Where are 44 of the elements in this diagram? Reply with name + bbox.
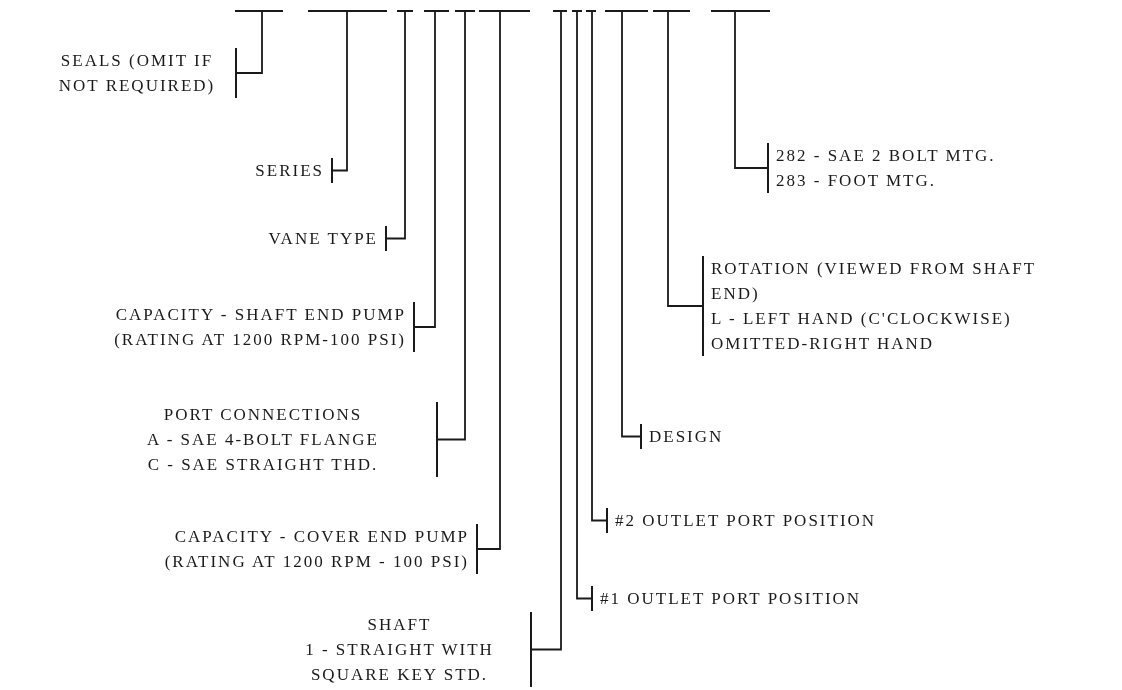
fill-in-line [586, 10, 596, 12]
callout-text: PORT CONNECTIONS [162, 404, 364, 426]
fill-in-line [605, 10, 648, 12]
leader-line [385, 11, 406, 240]
leader-line [621, 11, 642, 438]
callout-text: SHAFT [366, 614, 433, 636]
fill-in-line [455, 10, 475, 12]
callout-text: 282 - SAE 2 BOLT MTG. [776, 145, 997, 167]
fill-in-line [479, 10, 530, 12]
callout-text: #2 OUTLET PORT POSITION [615, 510, 878, 532]
callout-text: CAPACITY - SHAFT END PUMP [114, 304, 406, 326]
fill-in-line [308, 10, 387, 12]
leader-line [591, 11, 608, 522]
callout-text: SEALS (OMIT IF NOT REQUIRED) [57, 50, 217, 97]
fill-in-line [235, 10, 283, 12]
callout-text: #1 OUTLET PORT POSITION [600, 588, 863, 610]
leader-line [576, 11, 593, 600]
leader-line [476, 11, 501, 550]
callout-text: SERIES [254, 160, 324, 182]
callout-text: DESIGN [649, 426, 725, 448]
callout-text: ROTATION (VIEWED FROM SHAFT END) [711, 258, 1037, 305]
callout-text: L - LEFT HAND (C'CLOCKWISE) [711, 308, 1013, 330]
fill-in-line [653, 10, 690, 12]
callout-text: OMITTED-RIGHT HAND [711, 333, 936, 355]
callout-text: C - SAE STRAIGHT THD. [146, 454, 380, 476]
callout-text: CAPACITY - COVER END PUMP [173, 526, 469, 548]
leader-line [734, 11, 769, 169]
callout-text: A - SAE 4-BOLT FLANGE [146, 429, 380, 451]
callout-text: VANE TYPE [267, 228, 378, 250]
callout-text: 283 - FOOT MTG. [776, 170, 938, 192]
leader-line [235, 11, 263, 74]
fill-in-line [711, 10, 770, 12]
callout-text: 1 - STRAIGHT WITH SQUARE KEY STD. [304, 639, 495, 686]
leader-line [530, 11, 562, 651]
leader-line [667, 11, 704, 307]
fill-in-line [424, 10, 449, 12]
leader-line [413, 11, 436, 328]
callout-text: (RATING AT 1200 RPM-100 PSI) [113, 329, 406, 351]
leader-line [436, 11, 466, 441]
fill-in-line [553, 10, 567, 12]
fill-in-line [397, 10, 413, 12]
callout-text: (RATING AT 1200 RPM - 100 PSI) [163, 551, 469, 573]
fill-in-line [572, 10, 582, 12]
leader-line [331, 11, 348, 172]
